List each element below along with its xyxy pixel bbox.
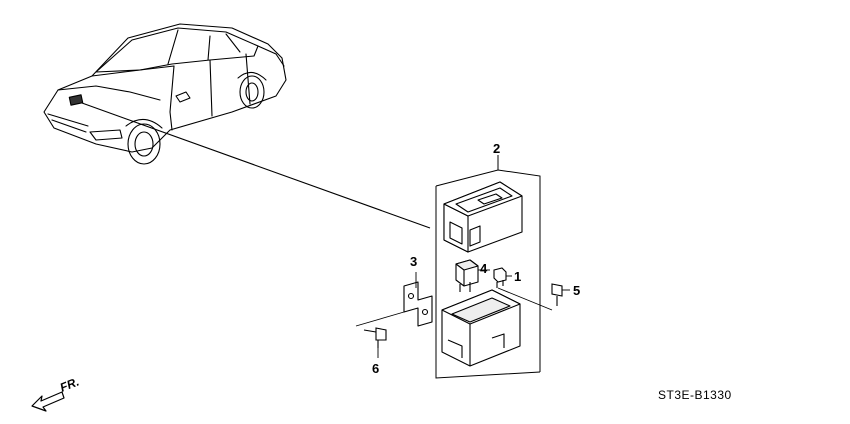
callout-cover-box: 2: [493, 141, 500, 156]
diagram-code: ST3E-B1330: [658, 388, 732, 402]
callout-fuse: 1: [514, 269, 521, 284]
fuse-box-base: [441, 289, 521, 367]
front-direction-arrow-icon: [31, 391, 65, 412]
callout-bolt-right: 5: [573, 283, 580, 298]
callout-leader-lines: [355, 269, 570, 358]
car-illustration: [43, 23, 287, 165]
callout-bolt-left: 6: [372, 361, 379, 376]
front-direction-label: FR.: [58, 375, 81, 395]
assembly-bracket-lines: [435, 155, 541, 379]
bolt-right-part: [551, 283, 563, 306]
callout-bracket: 3: [410, 254, 417, 269]
fuse-part: [493, 267, 507, 288]
location-leader-line: [81, 102, 431, 229]
bolt-left-part: [363, 327, 387, 348]
relay-part: [455, 259, 479, 292]
callout-relay: 4: [480, 261, 488, 276]
bracket-part: [403, 281, 433, 327]
fuse-box-cover: [443, 181, 523, 253]
